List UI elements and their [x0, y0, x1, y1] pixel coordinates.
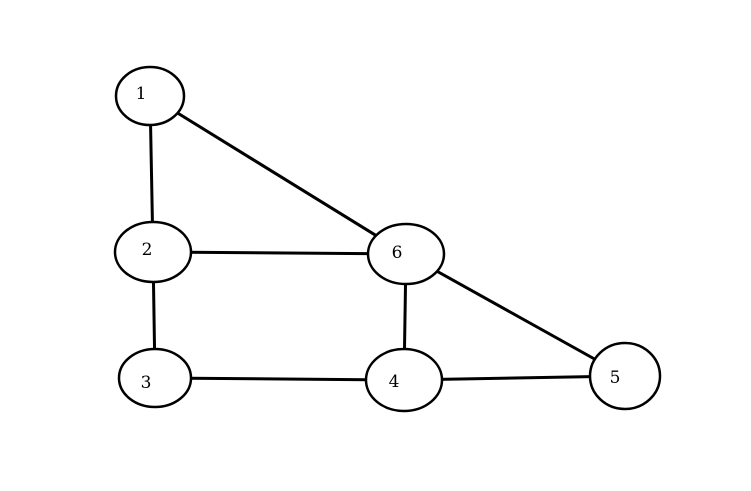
node-5-label: 5 [610, 368, 621, 388]
node-4-label: 4 [389, 372, 400, 392]
node-5-circle [588, 341, 662, 411]
node-4-circle [364, 347, 444, 413]
node-6-circle [366, 222, 446, 286]
node-4: 4 [364, 347, 444, 413]
node-2-circle [113, 220, 193, 284]
node-3-label: 3 [141, 373, 152, 393]
node-1-label: 1 [136, 84, 147, 104]
node-3: 3 [117, 347, 193, 409]
node-2-label: 2 [142, 240, 153, 260]
node-2: 2 [113, 220, 193, 284]
edge-2-6 [152, 250, 407, 256]
node-1-circle [114, 65, 186, 127]
edge-3-4 [154, 376, 405, 382]
node-6-label: 6 [392, 243, 403, 263]
node-3-circle [117, 347, 193, 409]
node-1: 1 [114, 65, 186, 127]
edge-1-6 [149, 94, 407, 256]
node-5: 5 [588, 341, 662, 411]
nodes-layer: 1 2 3 4 5 6 [113, 65, 662, 413]
edge-6-5 [405, 252, 626, 378]
node-6: 6 [366, 222, 446, 286]
